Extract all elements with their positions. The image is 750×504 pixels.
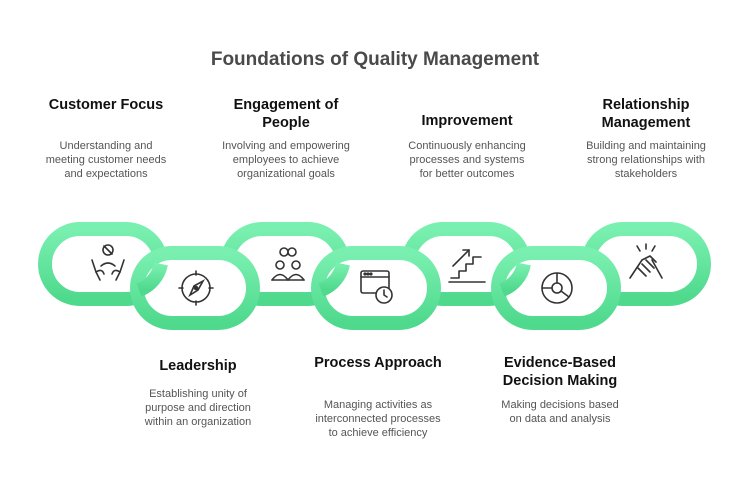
compass-icon (178, 270, 214, 306)
desc-process-approach: Managing activities as interconnected pr… (315, 399, 441, 439)
label-process-approach: Process Approach (314, 355, 442, 371)
pie-chart-icon (541, 272, 573, 304)
people-care-icon (91, 244, 125, 281)
handshake-icon (629, 243, 663, 279)
desc-evidence-based-decision-making: Making decisions based on data and analy… (501, 399, 619, 425)
desc-leadership: Establishing unity of purpose and direct… (144, 388, 252, 428)
label-relationship-management: Relationship Management (601, 97, 691, 131)
desc-improvement: Continuously enhancing processes and sys… (408, 140, 526, 180)
diagram-title: Foundations of Quality Management (210, 49, 540, 70)
desc-engagement-of-people: Involving and empowering employees to ac… (222, 140, 350, 180)
label-leadership: Leadership (159, 358, 237, 374)
label-evidence-based-decision-making: Evidence-Based Decision Making (502, 355, 618, 389)
desc-customer-focus: Understanding and meeting customer needs… (45, 140, 167, 180)
browser-clock-icon (360, 270, 393, 304)
desc-relationship-management: Building and maintaining strong relation… (586, 140, 706, 180)
label-customer-focus: Customer Focus (48, 97, 164, 113)
label-engagement-of-people: Engagement of People (233, 97, 339, 131)
team-people-icon (271, 247, 305, 281)
stairs-up-icon (448, 249, 486, 283)
label-improvement: Improvement (421, 113, 513, 129)
